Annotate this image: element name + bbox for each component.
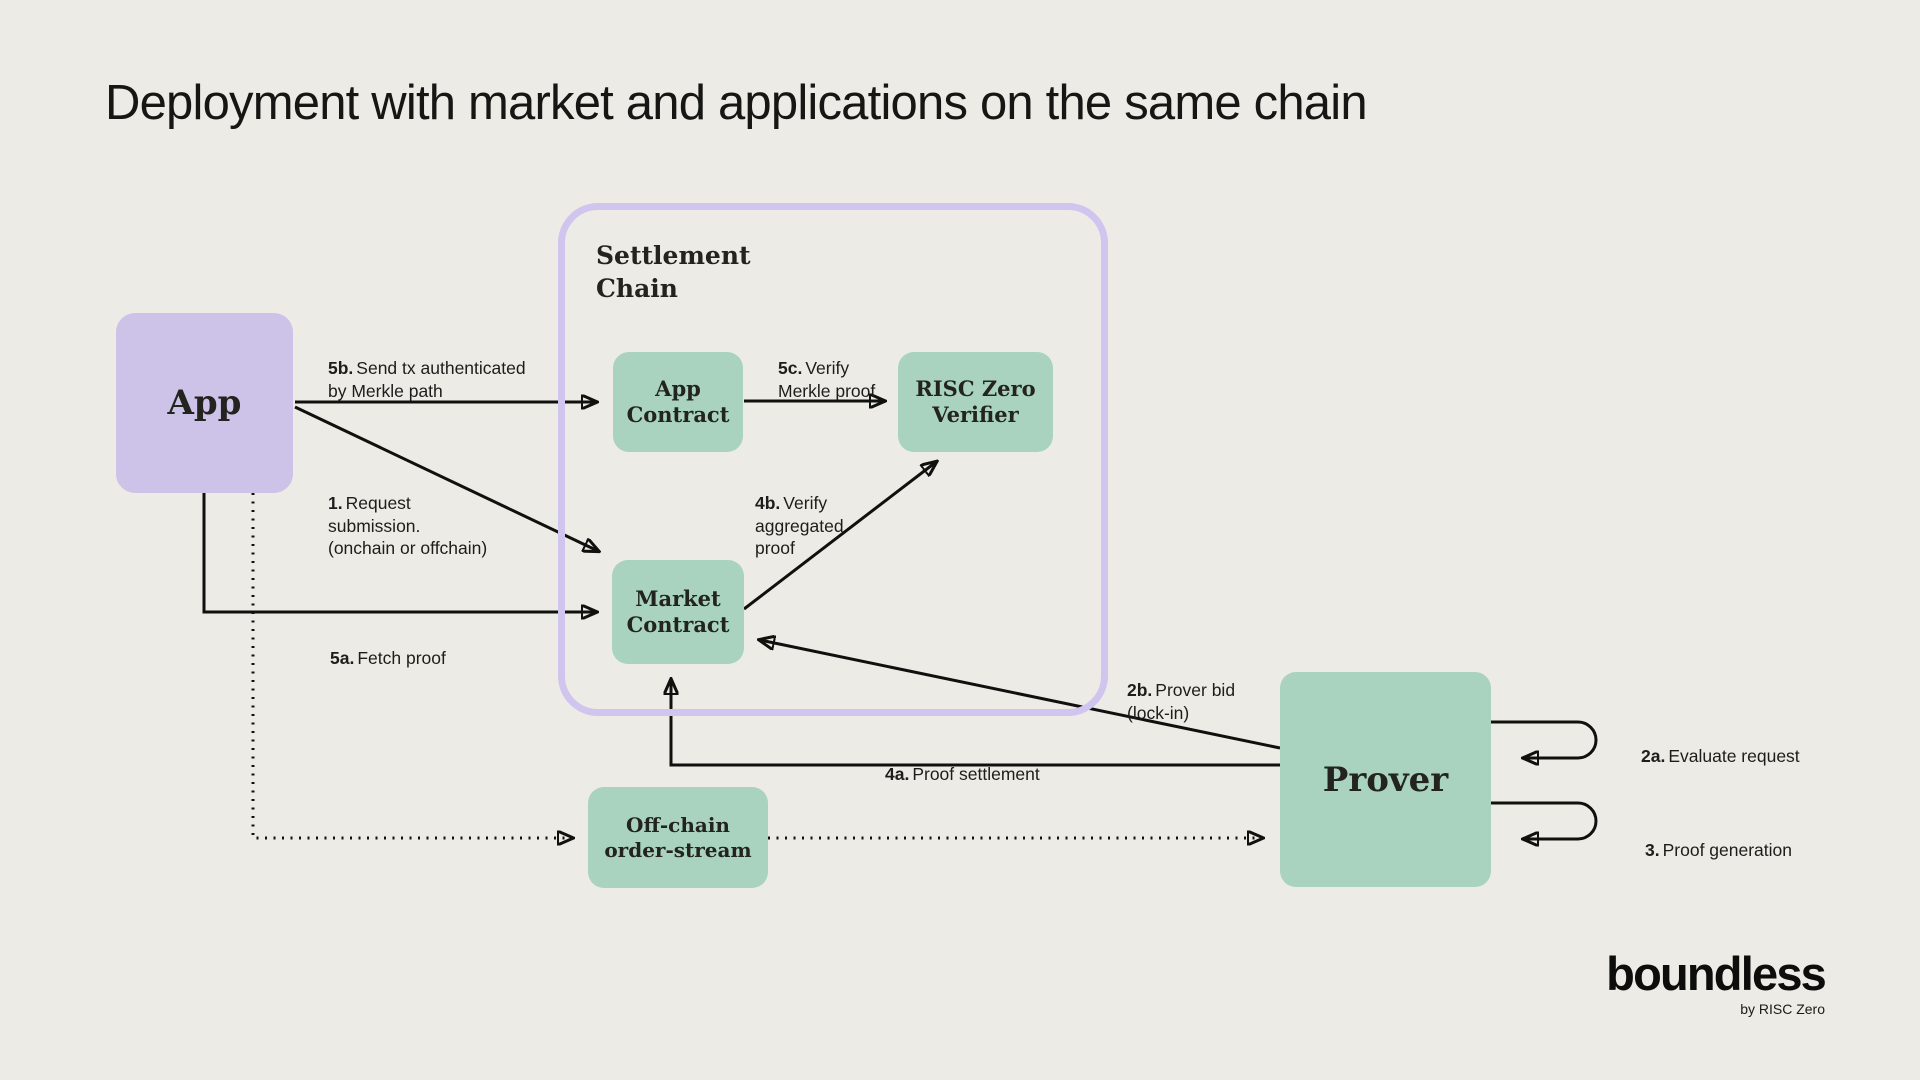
node-app-contract: App Contract: [613, 352, 743, 452]
node-offchain-order-stream: Off-chain order-stream: [588, 787, 768, 888]
edge-label-5c-text: Verify Merkle proof: [778, 357, 876, 401]
boundless-wordmark: boundless: [1606, 947, 1827, 1000]
edge-label-5a-text: Fetch proof: [357, 647, 446, 668]
edge-label-4b-prefix: 4b.: [755, 492, 781, 513]
edge-label-4a-prefix: 4a.: [885, 763, 910, 784]
boundless-logo: boundless by RISC Zero: [1606, 947, 1827, 1017]
node-offchain-order-stream-label: Off-chain order-stream: [604, 812, 752, 862]
edge-label-5c-prefix: 5c.: [778, 357, 803, 378]
arrow-4a-proof-settlement: [671, 680, 1280, 767]
node-market-contract-label: Market Contract: [626, 585, 730, 637]
edge-label-5b-prefix: 5b.: [328, 357, 354, 378]
edge-label-1: 1.Request submission. (onchain or offcha…: [328, 469, 487, 560]
node-risc-zero-verifier-label: RISC Zero Verifier: [915, 375, 1036, 427]
edge-label-5a-prefix: 5a.: [330, 647, 355, 668]
edge-label-2a-text: Evaluate request: [1668, 745, 1800, 766]
edge-label-2b-prefix: 2b.: [1127, 679, 1153, 700]
edge-label-1-text: Request submission. (onchain or offchain…: [328, 492, 488, 559]
edge-label-5a: 5a.Fetch proof: [330, 624, 446, 670]
edge-label-3-text: Proof generation: [1662, 839, 1793, 860]
edge-label-3: 3.Proof generation: [1645, 816, 1792, 862]
node-prover: Prover: [1280, 672, 1491, 887]
arrow-5a-fetch-proof: [202, 493, 596, 612]
diagram-title: Deployment with market and applications …: [105, 76, 1368, 130]
node-risc-zero-verifier: RISC Zero Verifier: [898, 352, 1053, 452]
edge-label-2a-prefix: 2a.: [1641, 745, 1666, 766]
arrow-2a-self-loop: [1491, 720, 1598, 758]
arrow-1-request-submission: [294, 405, 598, 551]
arrow-2b-prover-bid: [760, 640, 1281, 750]
edge-label-1-prefix: 1.: [328, 492, 343, 513]
edge-label-4b: 4b.Verify aggregated proof: [755, 469, 844, 560]
edge-label-2b-text: Prover bid (lock-in): [1127, 679, 1236, 723]
edge-label-2a: 2a.Evaluate request: [1641, 722, 1800, 768]
arrow-4b-verify-aggregated: [743, 462, 936, 611]
node-app-contract-label: App Contract: [626, 375, 730, 427]
edge-label-4b-text: Verify aggregated proof: [755, 492, 844, 559]
edge-label-5b: 5b.Send tx authenticated by Merkle path: [328, 334, 526, 402]
edge-label-5c: 5c.Verify Merkle proof: [778, 334, 875, 402]
edge-label-5b-text: Send tx authenticated by Merkle path: [328, 357, 526, 401]
node-prover-label: Prover: [1322, 759, 1449, 800]
edge-label-4a: 4a.Proof settlement: [885, 740, 1040, 786]
edge-label-4a-text: Proof settlement: [912, 763, 1040, 784]
node-market-contract: Market Contract: [612, 560, 744, 664]
arrow-3-self-loop: [1491, 801, 1598, 839]
node-app-label: App: [167, 383, 242, 423]
settlement-chain-container: [558, 203, 1108, 716]
edge-label-3-prefix: 3.: [1645, 839, 1660, 860]
node-app: App: [116, 313, 293, 493]
edge-label-2b: 2b.Prover bid (lock-in): [1127, 656, 1235, 724]
settlement-chain-label: Settlement Chain: [596, 241, 751, 303]
boundless-byline: by RISC Zero: [1740, 1000, 1825, 1017]
